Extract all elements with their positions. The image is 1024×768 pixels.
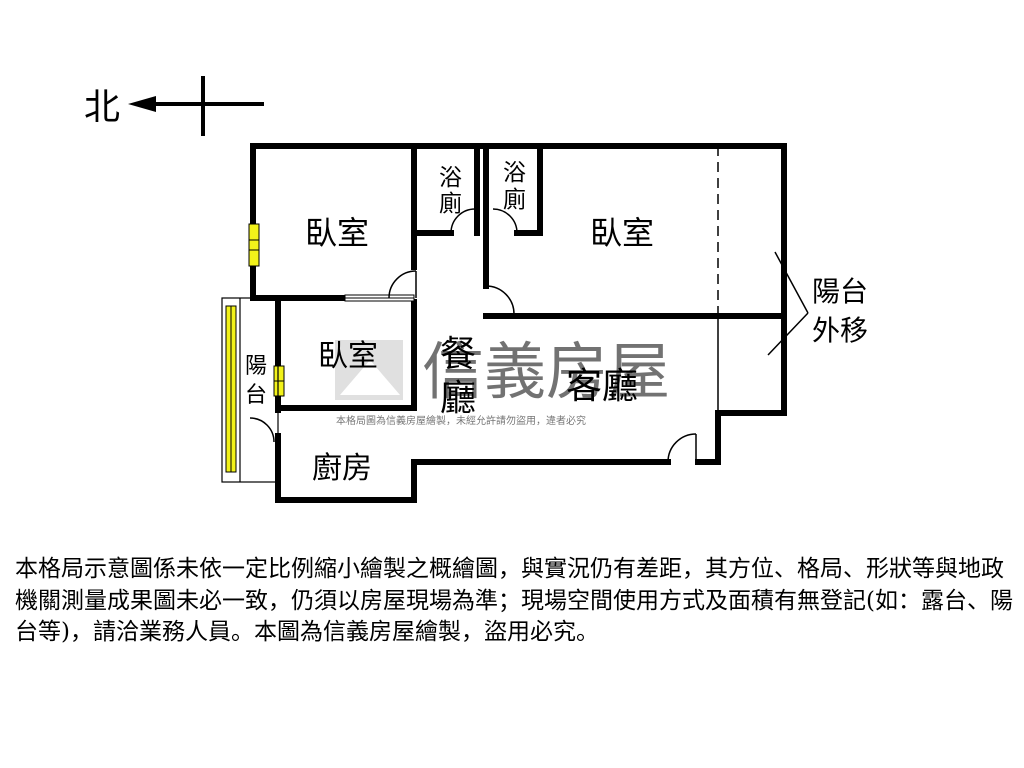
- room-bathroom-1-b: 廁: [439, 191, 462, 217]
- compass-arrowhead: [128, 96, 156, 112]
- door-bedroom-right: [485, 285, 515, 315]
- room-labels: 臥室 浴 廁 浴 廁 臥室 陽台 外移 臥室 陽 台 餐 廳 客廳 廚房: [245, 160, 868, 486]
- room-dining-b: 廳: [440, 378, 476, 419]
- door-entrance: [667, 433, 697, 463]
- room-balcony-moved-a: 陽台: [812, 275, 868, 308]
- balcony-left-outline: [221, 297, 279, 483]
- disclaimer-text: 本格局示意圖係未依一定比例縮小繪製之概繪圖，與實況仍有差距，其方位、格局、形狀等…: [15, 556, 1013, 645]
- window-bedroom-left: [248, 223, 260, 267]
- windows: [225, 223, 285, 473]
- room-balcony-moved-b: 外移: [812, 314, 868, 347]
- room-kitchen: 廚房: [312, 451, 372, 486]
- compass-north-label: 北: [84, 87, 120, 128]
- room-bathroom-1-a: 浴: [439, 165, 462, 191]
- room-bedroom-top-left: 臥室: [305, 214, 369, 252]
- door-bath-1: [450, 208, 476, 234]
- sliding-door: [344, 294, 415, 302]
- door-bedroom-left: [388, 270, 417, 299]
- room-balcony-left-a: 陽: [245, 354, 267, 379]
- north-compass: 北: [84, 76, 264, 136]
- room-dining-a: 餐: [440, 334, 476, 375]
- room-bedroom-top-right: 臥室: [590, 214, 654, 252]
- room-living: 客廳: [566, 366, 638, 407]
- watermark-note: 本格局圖為信義房屋繪製，未經允許請勿盜用，違者必究: [336, 414, 586, 427]
- door-swings: [249, 208, 697, 463]
- door-bath-2: [492, 208, 518, 234]
- watermark-brand: 信義房屋: [422, 335, 670, 408]
- floor-plan: 信義房屋 本格局圖為信義房屋繪製，未經允許請勿盜用，違者必究 北: [84, 76, 868, 503]
- door-kitchen-balcony: [249, 417, 275, 443]
- room-bathroom-2-a: 浴: [503, 160, 526, 186]
- room-balcony-left-b: 台: [245, 383, 267, 408]
- balcony-callout-bracket: [767, 251, 809, 356]
- room-bedroom-middle: 臥室: [318, 339, 378, 374]
- room-bathroom-2-b: 廁: [503, 187, 526, 213]
- watermark: 信義房屋 本格局圖為信義房屋繪製，未經允許請勿盜用，違者必究: [335, 335, 670, 427]
